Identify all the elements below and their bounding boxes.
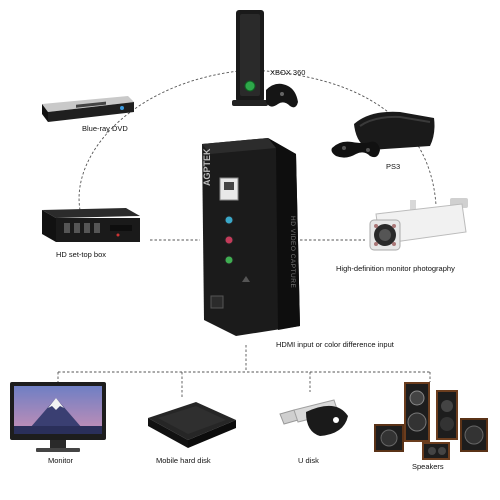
speaker-system	[368, 378, 494, 464]
speakers-label: Speakers	[412, 462, 444, 471]
hub-caption: HDMI input or color difference input	[276, 340, 394, 349]
audio-jack-blue	[224, 215, 234, 225]
bluray-dvd-label: Blue-ray DVD	[82, 124, 128, 133]
camera-label: High-definition monitor photography	[336, 264, 455, 273]
hd-set-top-box	[34, 206, 144, 246]
audio-jack-green	[224, 255, 234, 265]
monitor-label: Monitor	[48, 456, 74, 465]
hub-side-text: HD VIDEO CAPTURE	[289, 216, 296, 289]
ps3-console	[330, 104, 438, 166]
video-capture-device	[196, 136, 306, 340]
hd-surveillance-camera	[362, 196, 472, 258]
xbox-360-console	[226, 8, 300, 114]
xbox-360-label: XBOX 360	[270, 68, 306, 77]
usb-flash-drive	[276, 390, 356, 450]
u-disk-label: U disk	[298, 456, 319, 465]
hub-brand-logo: AGPTEK	[202, 148, 212, 186]
power-button	[210, 295, 224, 309]
audio-jack-red	[224, 235, 234, 245]
mobile-hard-disk	[140, 396, 240, 452]
usb-port	[219, 177, 239, 201]
hd-set-top-box-label: HD set-top box	[56, 250, 107, 259]
mobile-hard-disk-label: Mobile hard disk	[156, 456, 211, 465]
monitor-display	[6, 380, 112, 456]
bluray-dvd-player	[36, 92, 136, 126]
ps3-label: PS3	[386, 162, 401, 171]
